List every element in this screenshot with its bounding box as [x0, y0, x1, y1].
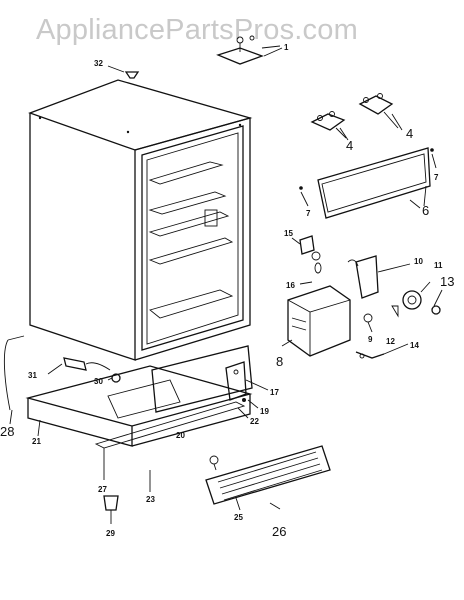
control-parts [291, 235, 443, 318]
callout-30: 30 [94, 377, 103, 386]
callout-14: 14 [410, 341, 419, 350]
part-4-brackets [310, 93, 399, 139]
callout-1: 1 [284, 43, 289, 52]
callout-31: 31 [28, 371, 37, 380]
callout-20: 20 [176, 431, 185, 440]
callout-4b: 4 [406, 126, 413, 141]
callout-7a: 7 [434, 173, 439, 182]
callout-28: 28 [0, 424, 14, 439]
callout-9: 9 [368, 335, 373, 344]
callout-labels: 1 32 4 4 7 7 6 15 16 10 11 13 9 12 14 8 … [0, 43, 454, 539]
part-25-kick-plate [205, 445, 331, 510]
cabinet [28, 79, 253, 361]
callout-12: 12 [386, 337, 395, 346]
callout-4a: 4 [346, 138, 353, 153]
callout-13: 13 [440, 274, 454, 289]
part-32-screw [107, 65, 140, 79]
part-6-crisper-cover [299, 147, 437, 219]
callout-10: 10 [414, 257, 423, 266]
callout-26: 26 [272, 524, 286, 539]
callout-16: 16 [286, 281, 295, 290]
callout-29: 29 [106, 529, 115, 538]
callout-32: 32 [94, 59, 103, 68]
part-14-harness [355, 343, 409, 359]
part-29-leveling-foot [103, 495, 119, 524]
part-8-compressor [281, 285, 373, 357]
callout-22: 22 [250, 417, 259, 426]
part-1-top-hinge [216, 35, 281, 65]
leader-lines [9, 47, 427, 511]
callout-25: 25 [234, 513, 243, 522]
callout-11: 11 [434, 261, 443, 270]
callout-7b: 7 [306, 209, 311, 218]
callout-17: 17 [270, 388, 279, 397]
callout-8: 8 [276, 354, 283, 369]
watermark: AppliancePartsPros.com [36, 14, 358, 46]
callout-21: 21 [32, 437, 41, 446]
callout-27: 27 [98, 485, 107, 494]
base-frame [3, 335, 253, 471]
callout-15: 15 [284, 229, 293, 238]
callout-19: 19 [260, 407, 269, 416]
callout-6: 6 [422, 203, 429, 218]
callout-23: 23 [146, 495, 155, 504]
